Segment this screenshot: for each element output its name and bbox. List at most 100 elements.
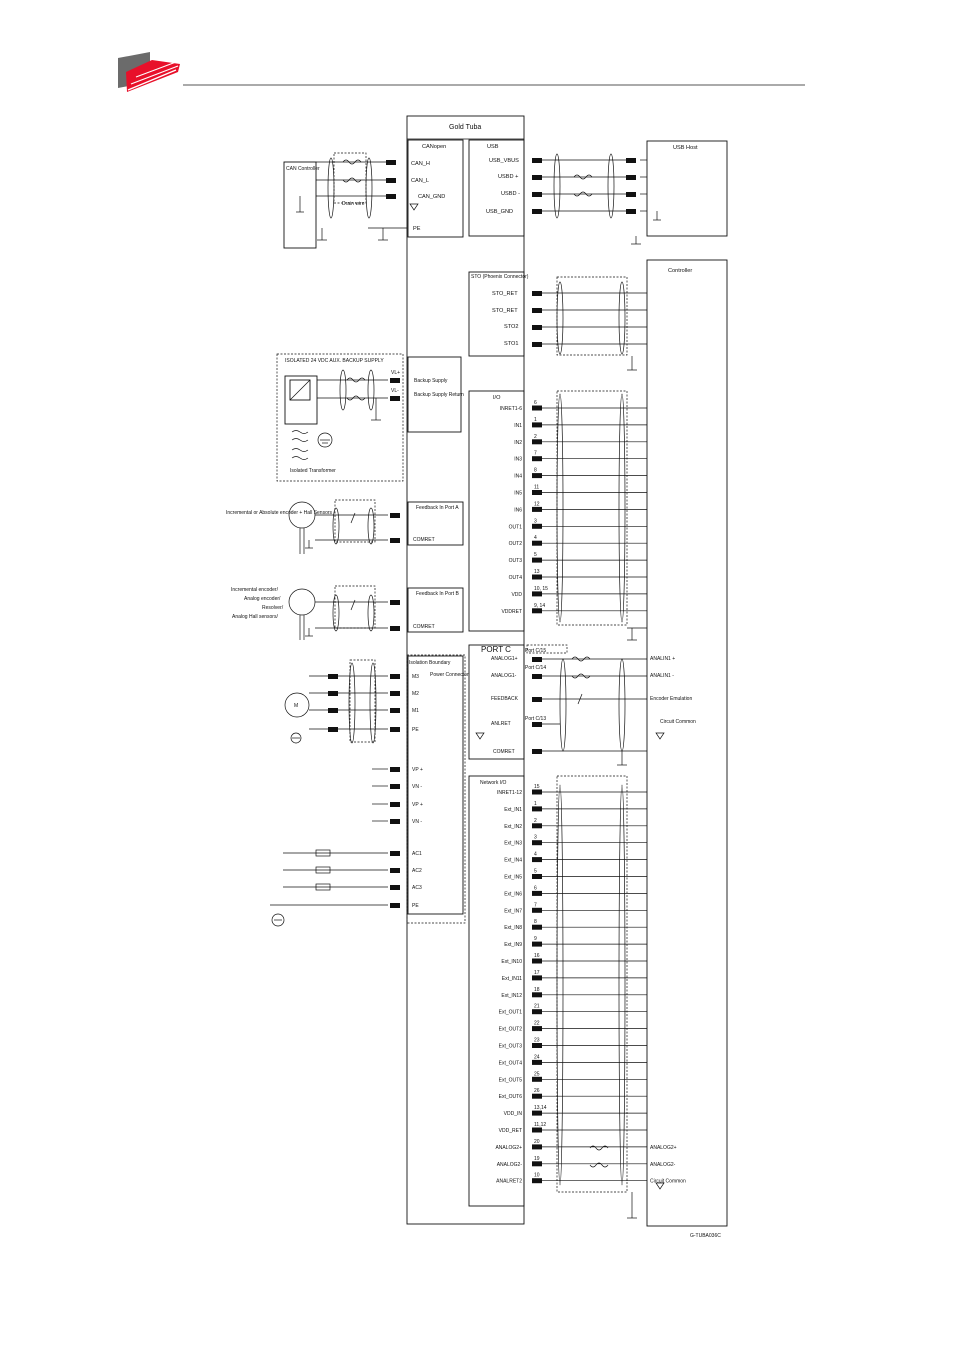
vl-minus-label: VL- xyxy=(391,388,399,394)
motor-pin: M3 xyxy=(412,674,419,680)
pin-label: Ext_IN4 xyxy=(504,858,522,864)
pin-label: IN1 xyxy=(514,423,522,429)
connector-pin xyxy=(532,557,542,563)
feedback-a-device: Incremental or Absolute encoder + Hall S… xyxy=(226,510,333,516)
feedback-b-device: Resolver/ xyxy=(262,605,284,611)
pin-label: ANALRET2 xyxy=(496,1179,522,1185)
port-c-label: ANALOG1- xyxy=(491,673,517,679)
pin-number: 16 xyxy=(534,953,540,959)
sto-pin-label: STO1 xyxy=(504,341,519,347)
port-c-pin: Port C/13 xyxy=(525,716,546,722)
pin-label: Ext_OUT5 xyxy=(499,1077,523,1083)
pin-number: 15 xyxy=(534,784,540,790)
pin-number: 2 xyxy=(534,434,537,440)
backup-supply-section: Backup Supply Backup Supply Return ISOLA… xyxy=(276,353,464,482)
pin-number: 21 xyxy=(534,1004,540,1010)
drain-wire-label: Drain wire xyxy=(342,201,365,207)
pin-number: 8 xyxy=(534,919,537,925)
usb-title: USB xyxy=(487,144,499,150)
connector-pin xyxy=(532,1110,542,1116)
pin-label: VDD_IN xyxy=(504,1111,523,1117)
pin-label: ANALOG2- xyxy=(497,1162,523,1168)
canopen-pin-label: PE xyxy=(413,226,421,232)
feedback-b-device: Analog encoder/ xyxy=(244,596,281,602)
sto-pin-label: STO_RET xyxy=(492,291,518,297)
can-controller-label: CAN Controller xyxy=(286,166,320,172)
connector-pin xyxy=(532,806,542,812)
figure-code: G-TUBA036C xyxy=(690,1233,721,1239)
usb-pin-label: USB_VBUS xyxy=(489,158,519,164)
connector-pin xyxy=(532,1076,542,1082)
port-c-label: ANALOG1+ xyxy=(491,656,518,662)
io-section: I/O 6INRET1-61IN12IN27IN38IN411IN512IN63… xyxy=(468,390,647,641)
feedback-b-section: Feedback In Port B COMRET Incremental en… xyxy=(231,585,464,640)
pin-number: 3 xyxy=(534,518,537,524)
feedback-b-device: Analog Hall sensors/ xyxy=(232,614,278,620)
ac-pin: AC2 xyxy=(412,868,422,874)
pin-label: VDDRET xyxy=(501,609,522,615)
pin-number: 8 xyxy=(534,468,537,474)
connector-pin xyxy=(532,1043,542,1048)
ac-inputs xyxy=(270,849,400,927)
connector-pin xyxy=(532,591,542,597)
feedback-a-comret: COMRET xyxy=(413,537,435,543)
backup-return: Backup Supply Return xyxy=(414,392,464,398)
gold-tuba-unit xyxy=(406,115,525,1225)
port-c-label: FEEDBACK xyxy=(491,696,519,702)
connector-pin xyxy=(532,1026,542,1032)
usb-pin-label: USBD - xyxy=(501,191,520,197)
ac-pin: AC1 xyxy=(412,851,422,857)
canopen-pin-label: CAN_L xyxy=(411,178,429,184)
usb-host-box xyxy=(646,140,728,237)
pin-number: 6 xyxy=(534,400,537,406)
power-title: Power Connector xyxy=(430,672,469,678)
pin-number: 26 xyxy=(534,1088,540,1094)
port-c-right: ANALIN1 - xyxy=(650,673,674,679)
motor-pin: PE xyxy=(412,727,419,733)
canopen-pin-label: CAN_H xyxy=(411,161,430,167)
pin-label: IN5 xyxy=(514,491,522,497)
connector-pin xyxy=(532,1009,542,1015)
connector-pin xyxy=(532,823,542,829)
connector-pin xyxy=(532,789,542,795)
pin-number: 22 xyxy=(534,1021,540,1027)
pin-number: 7 xyxy=(534,451,537,457)
connector-pin xyxy=(532,874,542,879)
pin-number: 5 xyxy=(534,552,537,558)
pin-number: 6 xyxy=(534,885,537,891)
controller-box xyxy=(646,259,728,1227)
connector-pin xyxy=(532,1178,542,1184)
pin-number: 20 xyxy=(534,1139,540,1145)
pin-label: VDD xyxy=(511,592,522,598)
connector-pin xyxy=(532,439,542,445)
connector-pin xyxy=(532,1161,542,1167)
connector-pin xyxy=(532,924,542,930)
pin-label: Ext_OUT1 xyxy=(499,1010,523,1016)
pin-label: IN4 xyxy=(514,474,522,480)
supply-pin: VP + xyxy=(412,767,423,773)
pin-label: IN6 xyxy=(514,507,522,513)
pin-number: 23 xyxy=(534,1038,540,1044)
sto-title: STO (Phoenix Connector) xyxy=(471,274,529,280)
connector-pin xyxy=(532,1144,542,1150)
usb-pin-label: USBD + xyxy=(498,174,518,180)
pin-number: 25 xyxy=(534,1071,540,1077)
pin-number: 4 xyxy=(534,535,537,541)
network-io-title: Network I/O xyxy=(480,780,507,786)
ac-pin: AC3 xyxy=(412,885,422,891)
port-c-pin: Port C/14 xyxy=(525,665,546,671)
pin-number: 9, 14 xyxy=(534,603,545,609)
connector-pin xyxy=(532,540,542,546)
connector-pin xyxy=(532,1093,542,1099)
canopen-pin-label: CAN_GND xyxy=(418,194,445,200)
canopen-section: CANopen CAN_H CAN_L CAN_GND PE CAN Contr… xyxy=(283,139,464,249)
pin-number: 12 xyxy=(534,501,540,507)
transformer-label: Isolated Transformer xyxy=(290,468,336,474)
pin-label: Ext_IN11 xyxy=(502,976,522,982)
pin-number: 18 xyxy=(534,987,540,993)
port-c-pin: Port C/15 xyxy=(525,648,546,654)
supply-pin: VN - xyxy=(412,784,422,790)
unit-title: Gold Tuba xyxy=(449,124,481,131)
pin-label: OUT3 xyxy=(509,558,523,564)
backup-title: Backup Supply xyxy=(414,378,448,384)
